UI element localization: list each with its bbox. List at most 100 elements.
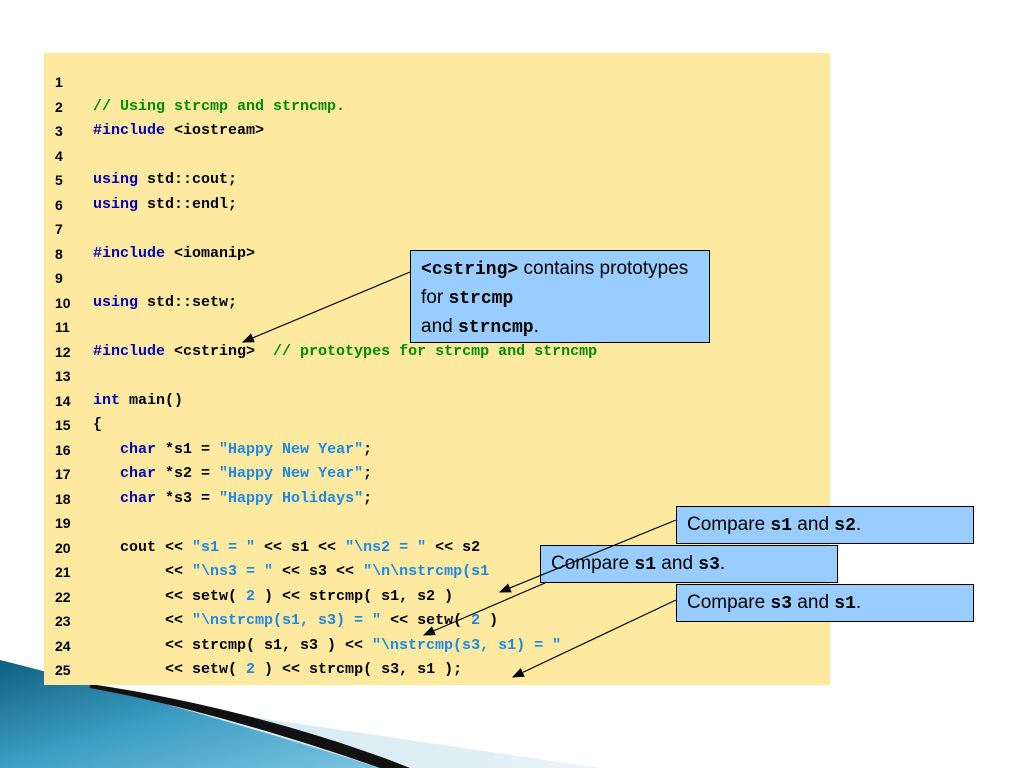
line-number: 21 [55,564,71,580]
line-number: 14 [55,392,71,409]
line-number: 10 [55,294,71,311]
code-token: "\ns3 = " [192,563,274,580]
code-token [93,441,120,458]
line-number: 24 [55,637,71,654]
callout-text: . [855,514,862,535]
callout-compare-s3-s1: Compare s3 and s1. [676,584,974,622]
line-number: 15 [55,417,71,433]
line-number: 13 [55,368,71,384]
code-text: { [93,413,102,437]
callout-text: and [656,553,699,574]
callout-func-strcmp: strcmp [448,289,514,309]
code-token: << s1 << [255,538,346,556]
code-token: using [93,195,139,213]
callout-var: s2 [834,516,856,536]
code-token: ) << strcmp( s1, s2 ) [255,587,454,605]
line-number: 1 [55,74,63,90]
code-text: << setw( 2 ) << strcmp( s3, s1 ); [93,658,462,682]
code-token: "\nstrcmp(s1, s3) = " [192,612,382,629]
code-text: << strcmp( s1, s3 ) << "\nstrcmp(s3, s1)… [93,634,561,658]
code-token: { [93,416,103,433]
callout-var: s1 [634,555,657,575]
code-text: #include <iostream> [93,119,264,143]
code-token: using [93,293,139,311]
code-text: << "\ns3 = " << s3 << "\n\nstrcmp(s1 [93,560,489,584]
line-number: 12 [55,343,71,360]
callout-compare-s1-s2: Compare s1 and s2. [676,506,974,544]
callout-text: and [792,592,835,613]
code-token: #include [93,122,166,139]
code-token: *s2 = [156,465,220,482]
line-number: 7 [55,221,63,237]
code-token: "\nstrcmp(s3, s1) = " [372,636,562,654]
code-token: "\n\nstrcmp(s1 [363,563,490,580]
code-token [93,490,120,507]
code-token: <iostream> [165,122,265,139]
callout-text: . [719,553,726,574]
code-token: int [93,391,121,409]
callout-text: and [421,316,458,337]
code-token: ; [363,465,373,482]
code-text: int main() [93,389,183,413]
code-token: std::cout; [138,171,238,188]
callout-text: Compare [551,553,635,574]
code-token: "Happy Holidays" [219,489,364,507]
code-token: main() [120,391,184,409]
callout-var: s1 [770,516,793,536]
line-number: 11 [55,319,70,335]
code-token: // Using strcmp and strncmp. [93,97,346,115]
code-text: // Using strcmp and strncmp. [93,95,345,119]
code-token: "Happy New Year" [219,465,364,482]
code-token: "\ns2 = " [345,538,427,556]
line-number: 18 [55,490,71,507]
code-text: cout << "s1 = " << s1 << "\ns2 = " << s2 [93,536,480,560]
code-token: <cstring> [165,342,274,360]
code-token: // prototypes for strcmp and strncmp [273,342,598,360]
line-number: 23 [55,613,71,629]
code-text: using std::endl; [93,193,237,217]
code-token: #include [93,342,166,360]
callout-text: and [792,514,835,535]
line-number: 8 [55,245,63,262]
code-token: << setw( [93,661,247,678]
code-token: <iomanip> [165,244,256,262]
code-token: using [93,171,139,188]
code-token: std::endl; [138,195,238,213]
line-number: 25 [55,662,71,678]
code-text: using std::setw; [93,291,237,315]
code-token: << s3 << [273,563,364,580]
code-token: << [93,612,193,629]
code-token: << setw( [381,612,472,629]
line-number: 6 [55,196,63,213]
callout-text: Compare [687,592,771,613]
callout-compare-s1-s3: Compare s1 and s3. [540,545,838,583]
code-token: << s2 [426,538,481,556]
code-token: ) [480,612,499,629]
line-number: 22 [55,588,71,605]
code-token: 2 [246,587,256,605]
code-text: char *s1 = "Happy New Year"; [93,438,372,462]
code-token: ) << strcmp( s3, s1 ); [255,661,463,678]
code-token: char [120,465,157,482]
code-token: char [120,489,157,507]
code-text: << setw( 2 ) << strcmp( s1, s2 ) [93,585,453,609]
code-token: << setw( [93,587,247,605]
code-text: #include <cstring> // prototypes for str… [93,340,597,364]
code-token: ; [363,440,373,458]
line-number: 9 [55,270,63,286]
code-token: "s1 = " [192,538,256,556]
line-number: 19 [55,515,71,531]
line-number: 17 [55,466,71,482]
code-token: "Happy New Year" [219,440,364,458]
line-number: 4 [55,147,63,164]
code-token: ; [363,489,373,507]
callout-var: s3 [770,594,793,614]
code-token: 2 [471,612,481,629]
code-text: char *s2 = "Happy New Year"; [93,462,372,486]
callout-var: s1 [834,594,856,614]
code-token: << strcmp( s1, s3 ) << [93,636,373,654]
callout-func-strncmp: strncmp [457,318,534,338]
code-text: using std::cout; [93,168,237,192]
line-number: 3 [55,123,63,139]
line-number: 5 [55,172,63,188]
